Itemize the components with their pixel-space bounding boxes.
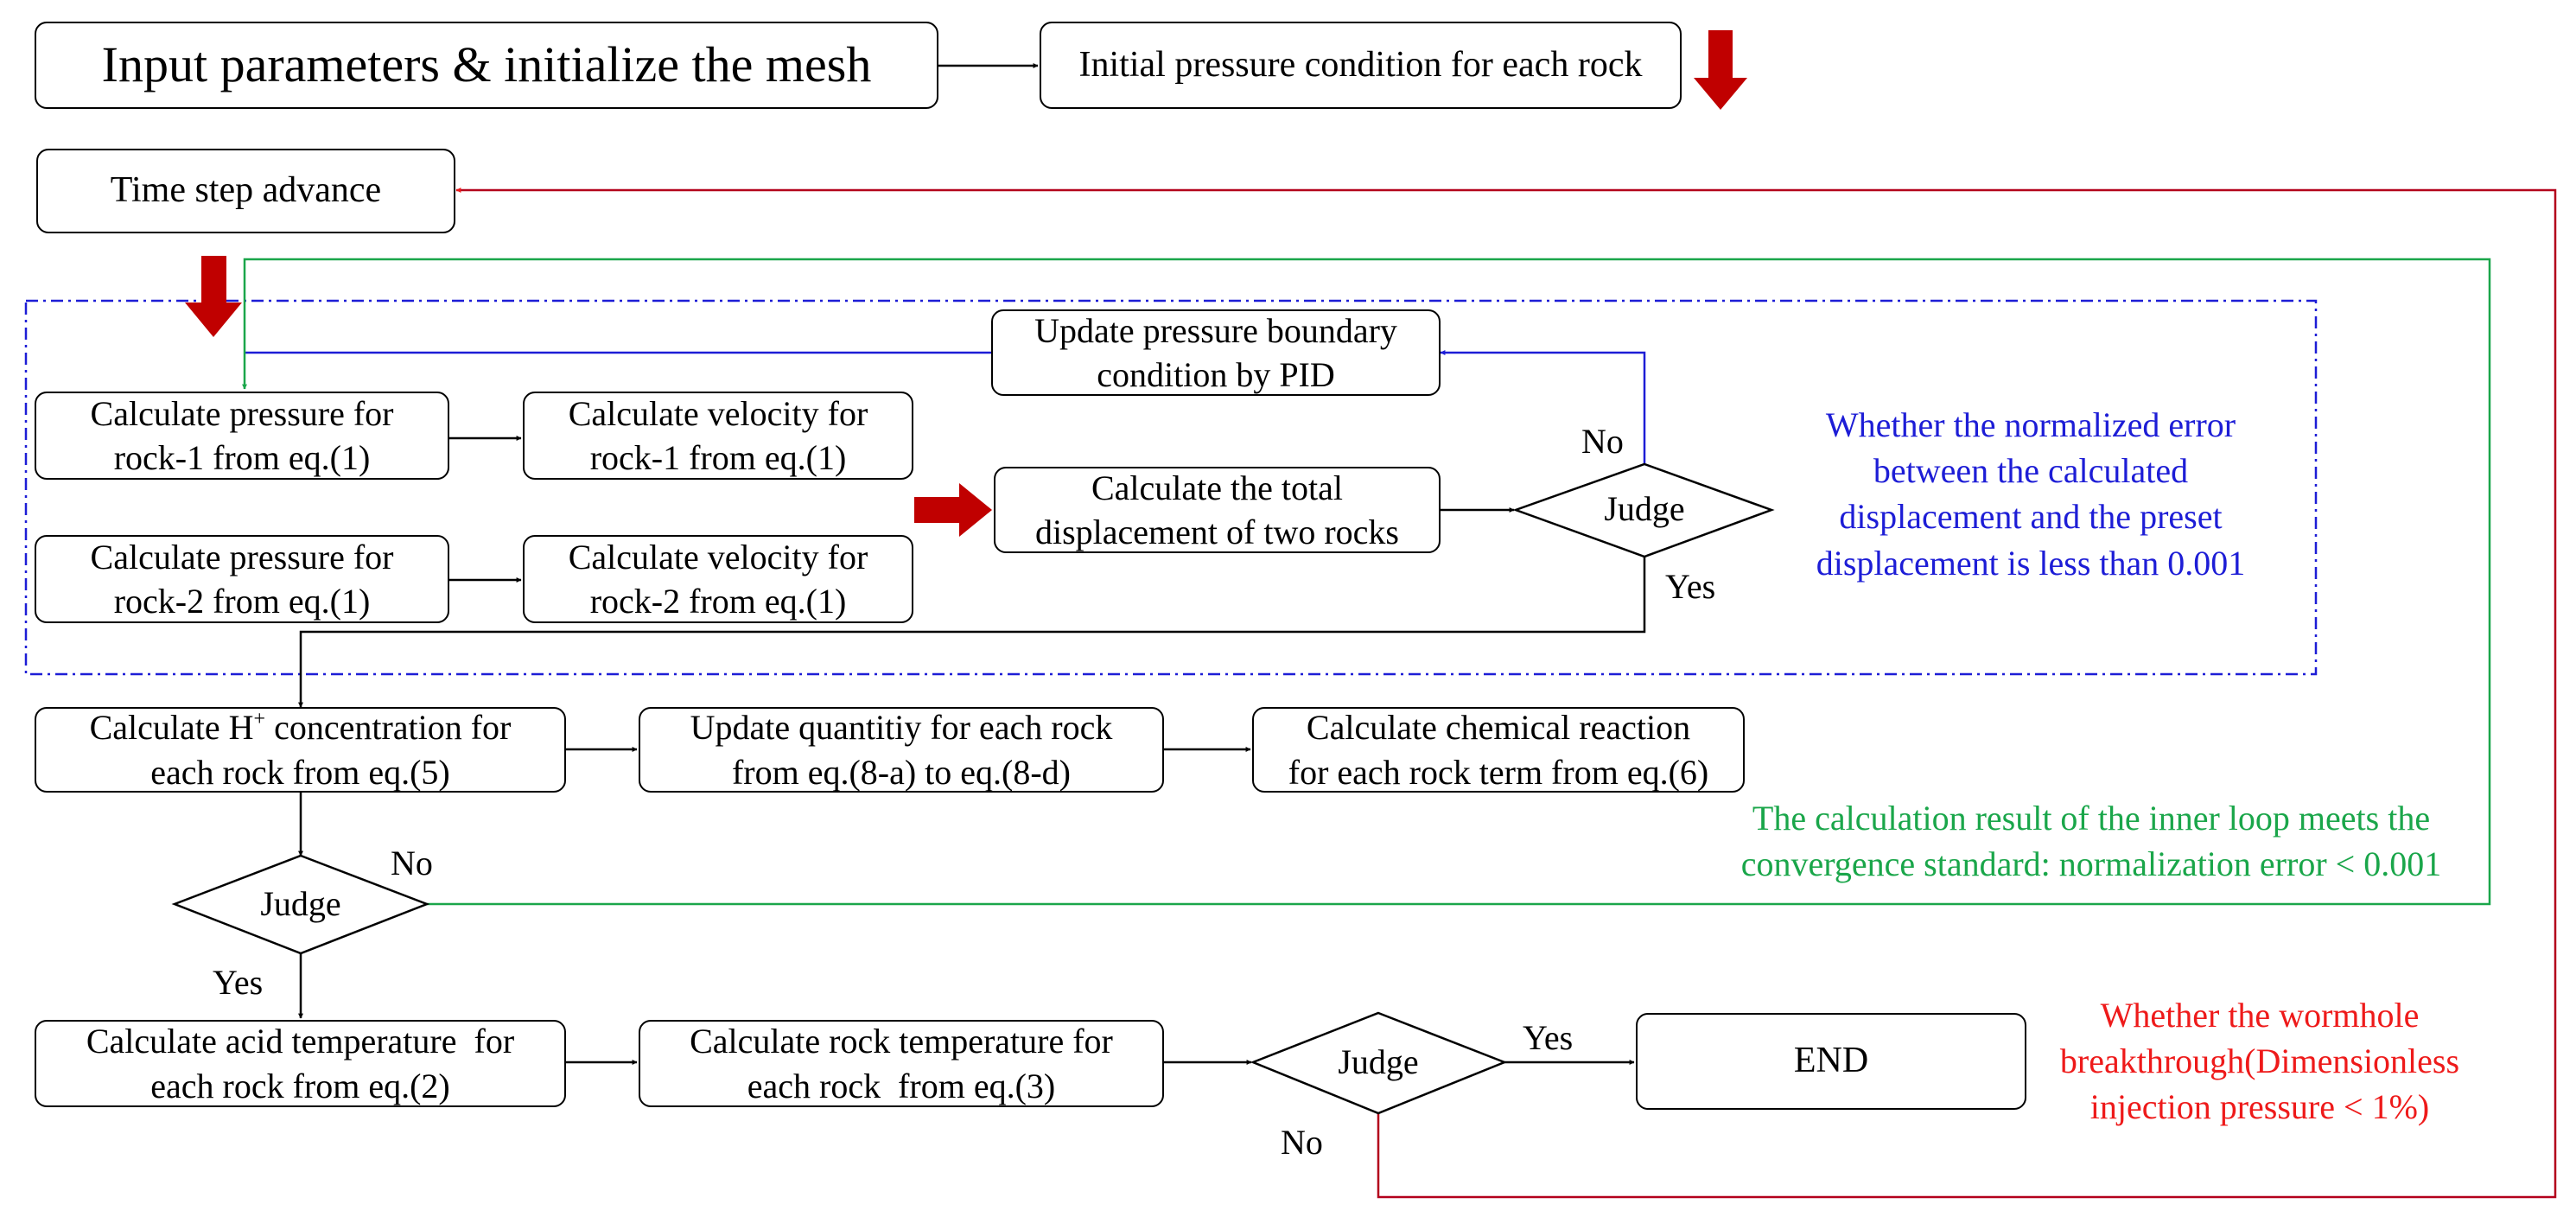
update-pressure-line1: Update pressure boundary <box>1034 310 1397 350</box>
note-red-line3: injection pressure < 1%) <box>2089 1087 2430 1127</box>
update-quantity-line2: from eq.(8-a) to eq.(8-d) <box>731 752 1072 792</box>
calc-pressure-rock2-line1: Calculate pressure for <box>90 537 394 576</box>
label-outer-no: No <box>1281 1123 1323 1162</box>
arrow-judge-middle-no-loop <box>242 258 2491 906</box>
calc-h-prefix: Calculate H <box>89 708 254 748</box>
box-end: END <box>1636 1013 2026 1110</box>
box-initial-pressure: Initial pressure condition for each rock <box>1040 22 1682 109</box>
update-pressure-line2: condition by PID <box>1097 355 1335 394</box>
calc-acid-temp-line1: Calculate acid temperature for <box>86 1022 515 1061</box>
box-update-pressure-pid: Update pressure boundary condition by PID <box>991 309 1441 396</box>
calc-h-line2: each rock from eq.(5) <box>150 752 450 792</box>
arrow-judge-outer-no-loop <box>455 188 2557 1199</box>
big-arrow-right-displacement <box>914 483 992 537</box>
calc-pressure-rock2-line2: rock-2 from eq.(1) <box>113 582 371 621</box>
big-arrow-down-inner <box>185 256 242 337</box>
box-initial-pressure-text: Initial pressure condition for each rock <box>1078 44 1643 85</box>
note-green-line2: convergence standard: normalization erro… <box>1740 844 2442 884</box>
box-input-parameters: Input parameters & initialize the mesh <box>35 22 938 109</box>
judge-inner-text: Judge <box>1604 489 1685 528</box>
arrow-judge-yes-to-h-concentration <box>298 557 1646 708</box>
box-calc-pressure-rock1: Calculate pressure for rock-1 from eq.(1) <box>35 392 449 480</box>
note-blue-line1: Whether the normalized error <box>1825 405 2236 444</box>
update-quantity-line1: Update quantitiy for each rock <box>690 708 1113 748</box>
box-calc-rock-temperature: Calculate rock temperature for each rock … <box>639 1020 1164 1107</box>
calc-displacement-line1: Calculate the total <box>1091 468 1343 507</box>
calc-velocity-rock1-line1: Calculate velocity for <box>568 393 868 433</box>
calc-rock-temp-line1: Calculate rock temperature for <box>690 1022 1113 1061</box>
note-blue-line4: displacement is less than 0.001 <box>1816 543 2246 583</box>
box-calc-velocity-rock1: Calculate velocity for rock-1 from eq.(1) <box>523 392 913 480</box>
calc-velocity-rock2-line2: rock-2 from eq.(1) <box>589 582 847 621</box>
calc-h-suffix: concentration for <box>265 708 512 748</box>
box-time-step: Time step advance <box>36 149 455 233</box>
box-time-step-text: Time step advance <box>110 170 382 211</box>
calc-chemical-line2: for each rock term from eq.(6) <box>1288 752 1709 792</box>
arrow-judge-no-to-update-pressure <box>1440 350 1646 464</box>
big-arrow-down-top <box>1694 30 1747 110</box>
judge-outer-diamond <box>1250 1011 1508 1115</box>
calc-velocity-rock1-line2: rock-1 from eq.(1) <box>589 438 847 477</box>
judge-inner-diamond <box>1512 462 1775 558</box>
box-calc-pressure-rock2: Calculate pressure for rock-2 from eq.(1) <box>35 535 449 623</box>
note-inner-loop-criterion: Whether the normalized error between the… <box>1771 402 2290 586</box>
calc-h-superscript: + <box>253 707 266 730</box>
note-middle-loop-criterion: The calculation result of the inner loop… <box>1698 795 2484 887</box>
calc-velocity-rock2-line1: Calculate velocity for <box>568 537 868 576</box>
calc-displacement-line2: displacement of two rocks <box>1035 513 1399 551</box>
note-blue-line2: between the calculated <box>1873 451 2189 491</box>
label-middle-yes: Yes <box>213 963 264 1002</box>
judge-outer-text: Judge <box>1338 1042 1419 1081</box>
note-blue-line3: displacement and the preset <box>1839 497 2223 537</box>
box-calc-acid-temperature: Calculate acid temperature for each rock … <box>35 1020 566 1107</box>
calc-acid-temp-line2: each rock from eq.(2) <box>150 1066 450 1105</box>
note-outer-loop-criterion: Whether the wormhole breakthrough(Dimens… <box>2035 992 2484 1131</box>
calc-rock-temp-line2: each rock from eq.(3) <box>747 1066 1056 1105</box>
box-calc-velocity-rock2: Calculate velocity for rock-2 from eq.(1) <box>523 535 913 623</box>
box-calc-displacement: Calculate the total displacement of two r… <box>994 467 1441 553</box>
judge-middle-diamond <box>171 854 430 955</box>
box-input-parameters-text: Input parameters & initialize the mesh <box>101 36 872 93</box>
note-red-line2: breakthrough(Dimensionless <box>2059 1041 2460 1081</box>
label-outer-yes: Yes <box>1523 1018 1574 1057</box>
calc-chemical-line1: Calculate chemical reaction <box>1306 708 1691 748</box>
inner-loop-region <box>24 299 2318 676</box>
calc-pressure-rock1-line2: rock-1 from eq.(1) <box>113 438 371 477</box>
note-green-line1: The calculation result of the inner loop… <box>1752 799 2431 838</box>
box-end-text: END <box>1793 1041 1869 1081</box>
judge-middle-text: Judge <box>260 884 341 923</box>
label-middle-no: No <box>391 844 433 882</box>
calc-pressure-rock1-line1: Calculate pressure for <box>90 393 394 433</box>
label-inner-yes: Yes <box>1665 567 1716 606</box>
label-inner-no: No <box>1581 422 1624 461</box>
note-red-line1: Whether the wormhole <box>2100 996 2420 1035</box>
